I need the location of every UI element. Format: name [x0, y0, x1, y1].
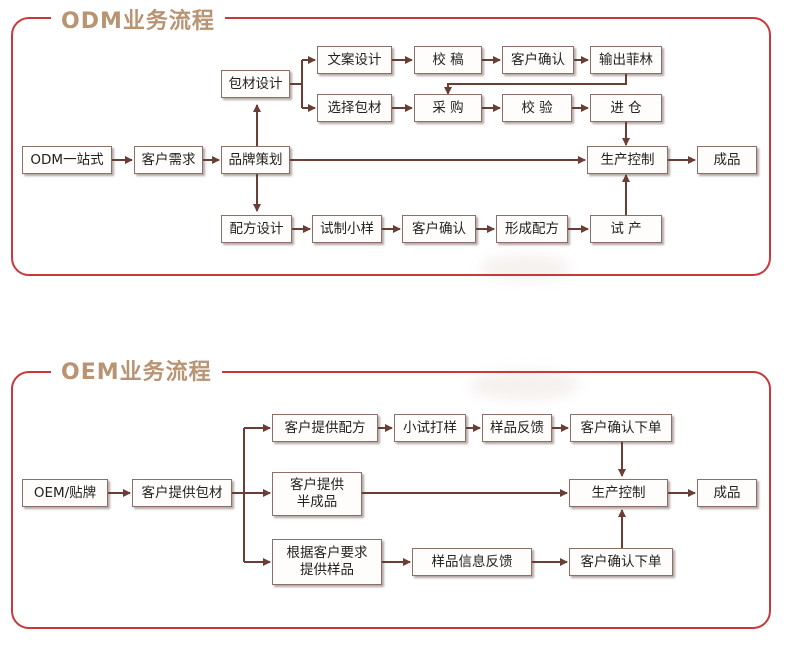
node-trial-production: 试 产: [590, 215, 662, 243]
node-oem-production-control: 生产控制: [569, 479, 668, 507]
node-small-trial: 小试打样: [394, 414, 466, 442]
arrow: [444, 73, 627, 95]
odm-panel: [11, 17, 771, 276]
oem-panel: [11, 371, 771, 629]
node-purchase: 采 购: [414, 94, 482, 122]
node-oem-label: OEM/贴牌: [22, 479, 108, 507]
node-inspection: 校 验: [502, 94, 572, 122]
node-client-confirm-2: 客户确认: [402, 215, 476, 243]
node-odm-one-stop: ODM一站式: [22, 146, 112, 174]
node-final-formula: 形成配方: [496, 215, 568, 243]
node-draft: 校 稿: [414, 46, 482, 74]
node-sample-feedback: 样品反馈: [482, 414, 552, 442]
node-client-confirm-1: 客户确认: [502, 46, 574, 74]
node-client-confirm-order-1: 客户确认下单: [570, 414, 672, 442]
background-smudge: [470, 370, 580, 400]
node-output-film: 输出菲林: [590, 46, 662, 74]
node-trial-sample: 试制小样: [312, 215, 382, 243]
node-client-formula: 客户提供配方: [272, 414, 378, 442]
node-client-needs: 客户需求: [134, 146, 203, 174]
node-packaging-design: 包材设计: [221, 70, 290, 98]
odm-title: ODM业务流程: [51, 7, 225, 37]
node-oem-finished-product: 成品: [697, 479, 757, 507]
node-client-confirm-order-2: 客户确认下单: [569, 548, 673, 576]
node-formula-design: 配方设计: [221, 215, 292, 243]
node-copy-design: 文案设计: [317, 46, 392, 74]
oem-title: OEM业务流程: [51, 358, 222, 388]
node-client-semi-finished: 客户提供 半成品: [272, 472, 362, 516]
node-warehouse-in: 进 仓: [590, 94, 662, 122]
node-sample-info-feedback: 样品信息反馈: [412, 548, 532, 576]
node-production-control: 生产控制: [587, 146, 668, 174]
node-sample-per-request: 根据客户要求 提供样品: [272, 539, 382, 585]
node-select-packaging: 选择包材: [317, 94, 392, 122]
node-client-packaging: 客户提供包材: [132, 479, 232, 507]
node-brand-planning: 品牌策划: [221, 146, 290, 174]
node-finished-product: 成品: [697, 146, 757, 174]
